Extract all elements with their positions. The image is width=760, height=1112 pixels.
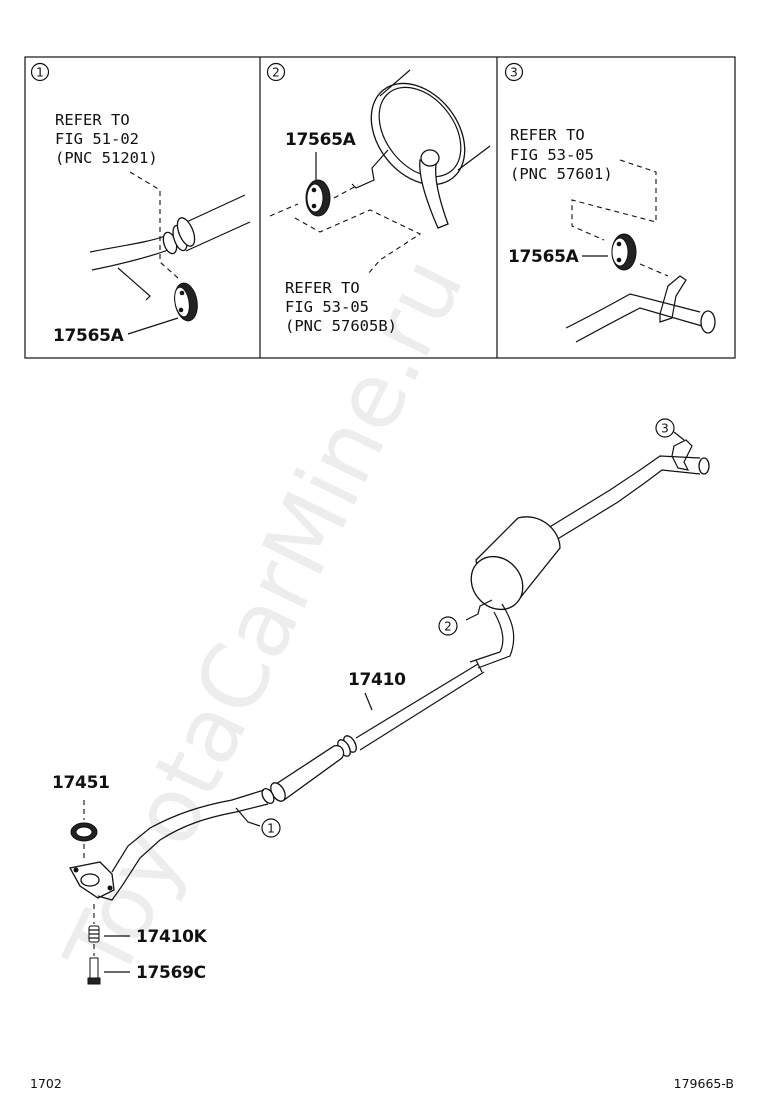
panel-3-number-circle — [504, 62, 524, 82]
panel-1-pipe-upper — [89, 235, 166, 253]
callout-2-label: 2 — [444, 620, 452, 634]
panel-3-part-number: 17565A — [508, 247, 580, 267]
panel-1-part-leader — [127, 317, 179, 335]
panel-3-refer-line-2: FIG 53-05 — [510, 146, 594, 164]
gasket-icon — [70, 822, 98, 842]
callout-3-leader — [673, 431, 685, 441]
panel-2-muffler-end — [370, 82, 466, 186]
p17410-leader — [364, 692, 373, 711]
spring-icon — [88, 925, 100, 943]
panel-1-refer-line-2: FIG 51-02 — [55, 130, 139, 148]
callout-3-label: 3 — [661, 422, 669, 436]
part-number-17410K: 17410K — [136, 927, 208, 947]
panel-2-number: 2 — [272, 66, 280, 80]
panel-3-pipe-upper — [565, 293, 701, 329]
panel-1-muffler-end — [176, 217, 196, 247]
panel-1-rubber-hanger-icon — [174, 282, 198, 322]
panel-1: 1 REFER TO FIG 51-02 (PNC 51201) — [30, 62, 251, 346]
muffler-bracket — [465, 599, 493, 621]
callout-2-circle — [438, 616, 458, 636]
panel-1-refer-line-3: (PNC 51201) — [55, 149, 158, 167]
main-assembly: 3 2 1 — [52, 418, 710, 985]
panels-frame — [24, 56, 736, 359]
panel-3-refer-line-3: (PNC 57601) — [510, 165, 613, 183]
panel-3: 3 REFER TO FIG 53-05 (PNC 57601) 17565A — [504, 62, 716, 343]
callout-1-circle — [261, 818, 281, 838]
inlet-pipe-joint — [475, 659, 483, 673]
panel-2-refer-line-2: FIG 53-05 — [285, 298, 369, 316]
panel-3-rubber-hanger-icon — [611, 233, 637, 271]
flange-bolt-hole-2 — [107, 885, 113, 891]
panel-2-rubber-hanger-icon — [305, 179, 331, 217]
inlet-pipe-upper — [477, 603, 515, 669]
panel-1-refer-line-1: REFER TO — [55, 111, 130, 129]
panel-2-bracket — [351, 149, 389, 189]
tailpipe-lower — [555, 469, 701, 541]
callout-3-circle — [655, 418, 675, 438]
panel-1-part-number: 17565A — [53, 326, 125, 346]
muffler-front-face — [470, 555, 524, 611]
panel-2-outlet-pipe — [419, 159, 449, 229]
part-number-17451: 17451 — [52, 773, 110, 793]
panel-2-muffler-bottom — [457, 145, 491, 171]
panel-3-pipe-tip — [700, 310, 716, 334]
flange-pipe-link — [97, 885, 123, 901]
callout-1-label: 1 — [267, 822, 275, 836]
panel-2-muffler-end-rim — [378, 86, 462, 178]
muffler — [470, 516, 561, 611]
tailpipe-tip — [698, 457, 710, 475]
flange-bolt-hole-1 — [73, 867, 79, 873]
panel-2-refer-line-1: REFER TO — [285, 279, 360, 297]
center-pipe-lower — [359, 671, 485, 751]
front-pipe-hanger — [235, 807, 261, 827]
panel-1-muffler-top — [179, 194, 246, 226]
panel-1-number: 1 — [36, 66, 44, 80]
panel-3-pipe-lower — [575, 307, 703, 343]
tailpipe-upper — [547, 455, 701, 529]
center-pipe-upper — [355, 663, 479, 739]
inlet-pipe-lower — [469, 611, 504, 663]
panel-1-number-circle — [30, 62, 50, 82]
panel-2-ref-dashes — [269, 184, 422, 275]
panel-1-ref-dashes — [129, 171, 179, 279]
panel-2-muffler-top — [379, 69, 411, 97]
panel-2-refer-line-3: (PNC 57605B) — [285, 317, 397, 335]
front-pipe-joint — [261, 787, 275, 805]
panel-1-hanger-rod — [117, 267, 151, 301]
detail-panels: 1 REFER TO FIG 51-02 (PNC 51201) — [24, 56, 736, 359]
panel-2-outlet-opening — [420, 149, 440, 167]
panel-3-number: 3 — [510, 66, 518, 80]
footer-page-code: 1702 — [30, 1076, 62, 1091]
part-number-17569C: 17569C — [136, 963, 206, 983]
panel-3-refer-line-1: REFER TO — [510, 126, 585, 144]
footer-figure-code: 179665-B — [674, 1076, 734, 1091]
front-pipe-upper — [111, 789, 265, 873]
part-number-17410: 17410 — [348, 670, 406, 690]
bolt-icon — [87, 957, 101, 985]
panel-2: 2 17565A REFER TO FIG 53-05 — [266, 62, 491, 335]
panel-2-part-number: 17565A — [285, 130, 357, 150]
panel-3-hanger-bracket — [659, 275, 687, 323]
front-pipe-lower — [121, 803, 269, 887]
panel-2-number-circle — [266, 62, 286, 82]
panel-1-pipe-lower — [91, 249, 169, 271]
tailpipe-hanger — [671, 439, 693, 471]
exhaust-flange-opening — [80, 873, 100, 887]
panel-1-muffler-bottom — [185, 221, 251, 252]
panel-3-ref-dashes — [571, 159, 669, 277]
